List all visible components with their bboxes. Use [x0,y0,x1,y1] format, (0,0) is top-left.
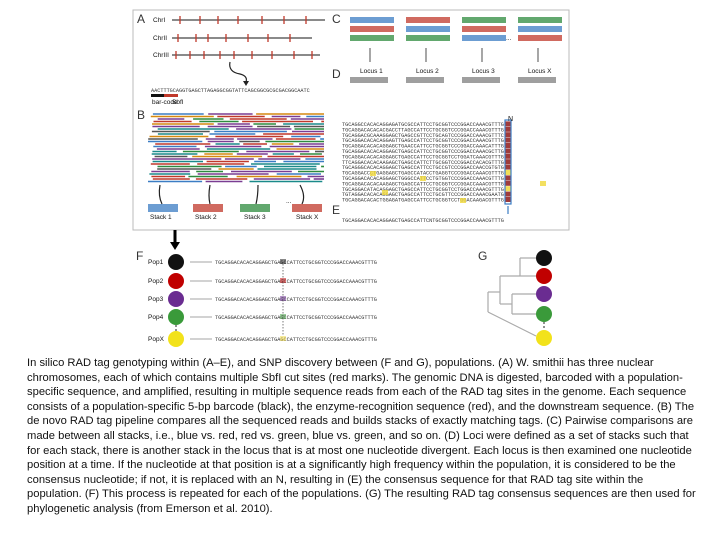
panel-label-d: D [332,67,341,81]
pop-sequence: TGCAGGACACACAGGAGCTGAGCCATTCCTGCGGTCCCGG… [215,279,377,285]
pop-sequence: TGCAGGACACACAGGAGCTGAGCCATTCCTGCGGTCCCGG… [215,337,377,343]
variant-highlight [460,198,466,203]
tree-node-yellow [536,330,552,346]
alignment-row: TGCAGGACACACAAGAGCTGAGCCATTCCTGCGGTCCCGG… [342,181,504,187]
panel-label-g: G [478,249,487,263]
tree-node-black [536,250,552,266]
panel-label-a: A [137,12,145,26]
alignment: TGCAGGCCACACAGGAGATGCGCCATTCCTGCGGTCCCGG… [342,119,546,224]
chromosome-label-1: ChrI [153,17,165,24]
locus-label-1: Locus 1 [360,68,383,75]
top-figure-frame [132,9,570,231]
locus-ellipsis: ... [506,35,512,42]
snp-cell [505,175,511,181]
stack-label-2: Stack 2 [195,214,217,221]
panel-label-b: B [137,108,145,122]
alignment-row: TGCAGGACACACAGGAGCTGAGCCATTCCTGCGGTCCTGG… [342,154,504,160]
alignment-row: TGCAGGGCACACAGGAGCTGAGCCATTCCTGCCGTCCCGG… [342,165,504,171]
pop-label-1: Pop1 [148,259,164,266]
consensus-n-label: N [508,116,513,123]
stacks [148,204,322,212]
panel-b-reads [148,113,324,183]
f-arrow [170,230,180,250]
loci [350,17,562,83]
alignment-row: TGCAGGACACACAGGAGTTGAGCCATTCCTGCGGTCCCGG… [342,138,504,144]
snp-cell [505,121,511,127]
stack-ellipsis: ... [286,198,292,205]
legend-sbfi: SbfI [172,99,184,106]
snp-cell [505,159,511,165]
panel-label-f: F [136,249,143,263]
locus-label-3: Locus 3 [472,68,495,75]
figure-caption: In silico RAD tag genotyping within (A–E… [27,356,697,517]
pop-label-2: Pop2 [148,278,164,285]
tree-node-green [536,306,552,322]
digest-arrow [229,61,247,83]
pop-sequence: TGCAGGACACACAGGAGCTGAGCCATTCCTGCGGTCCCGG… [215,260,377,266]
locus-label-x: Locus X [528,68,552,75]
panel-label-e: E [332,203,340,217]
snp-cell [505,148,511,154]
pop-snp-cell [280,336,286,341]
pop-circle-2 [168,273,184,289]
variant-highlight [382,190,388,195]
pop-snp-cell [280,259,286,264]
stack-arrows [158,184,305,205]
alignment-row: TGCAGGACACACTGGAGATGAGCCATTCCTGCGGTCCTGG… [342,198,504,204]
variant-highlight [370,171,376,176]
alignment-row: TGCAGGCCACACAGGAGATGCGCCATTCCTGCGGTCCCGG… [342,122,504,128]
snp-cell [505,132,511,138]
snp-cell [505,180,511,186]
alignment-row: TGCAGGACATACAGGAGCTGAGCCATTCCTGCGGTCCTGG… [342,187,504,193]
pop-label-5: PopX [148,336,165,343]
pop-circle-5 [168,331,184,347]
legend-barcode: bar-code [152,99,178,106]
snp-cell [505,143,511,148]
snp-cell [505,164,511,170]
rad-tag-figure: A B C D E F G ChrI ChrII ChrIII AACTTTGC… [132,9,570,347]
pop-sequence: TGCAGGACACACAGGAGCTGAGCCATTCCTGCGGTCCCGG… [215,297,377,303]
snp-cell [505,191,511,197]
pop-circle-3 [168,291,184,307]
variant-highlight [540,181,546,186]
chromosome-label-2: ChrII [153,35,167,42]
stack-label-1: Stack 1 [150,214,172,221]
alignment-row: TGCAGGACCCTGAGGAGCTGAGCCATACCTGAGGTCCCGG… [342,171,504,177]
pop-sequence: TGCAGGACACACAGGAGCTGAGCCATTCCTGCGGTCCCGG… [215,315,377,321]
caption-text: In silico RAD tag genotyping within (A–E… [27,357,696,515]
alignment-row: TGCAGGACACACAGGAGCTGAACCATTCCTGCGGTCCCGG… [342,144,504,150]
snp-cell [505,137,511,143]
alignment-row: TGCAGGACACACAGGAGCTGAGCCATTCCTGCGGTCCCGG… [342,149,504,155]
alignment-row: TTCAGGACACACAAGAGCTGAGCCATTCTTGCGGTCCCGG… [342,160,504,166]
alignment-row: TGCAGGACGCAAAGGAGCTGAGCCGTTCCTGCAGTCCCGG… [342,133,504,139]
snp-cell [505,126,511,132]
snp-cell [505,186,511,192]
snp-cell [505,153,511,159]
panel-label-c: C [332,12,341,26]
panel-g-tree [487,250,552,346]
chromosome-label-3: ChrIII [153,52,169,59]
pop-circle-4 [168,309,184,325]
panel-a-chromosomes: ChrI ChrII ChrIII AACTTTGCAGGTGAGCTTAGAG… [151,16,325,106]
pop-circle-1 [168,254,184,270]
alignment-row: TGCAGGACACACACGACCTTAGCCATTCCTGCGGTCCCGG… [342,127,504,133]
tree-node-red [536,268,552,284]
snp-column [504,119,512,205]
tree-node-purple [536,286,552,302]
variant-highlight [420,176,426,181]
alignment-row: TGTAGGACACACAGGAGCTGAGCCATTCCTGCGTTCCCGG… [342,192,504,198]
stack-label-3: Stack 3 [244,214,266,221]
pop-label-4: Pop4 [148,314,164,321]
consensus-sequence: TGCAGGACACACAGGAGCTGAGCCATTCNTGCGGTCCCGG… [342,218,504,224]
snp-cell [505,197,511,202]
stack-label-x: Stack X [296,214,319,221]
pop-label-3: Pop3 [148,296,164,303]
barcode-sequence: AACTTTGCAGGTGAGCTTAGAGGCGGTATTCAGCGGCGCG… [151,88,310,94]
snp-cell [505,170,511,175]
locus-label-2: Locus 2 [416,68,439,75]
